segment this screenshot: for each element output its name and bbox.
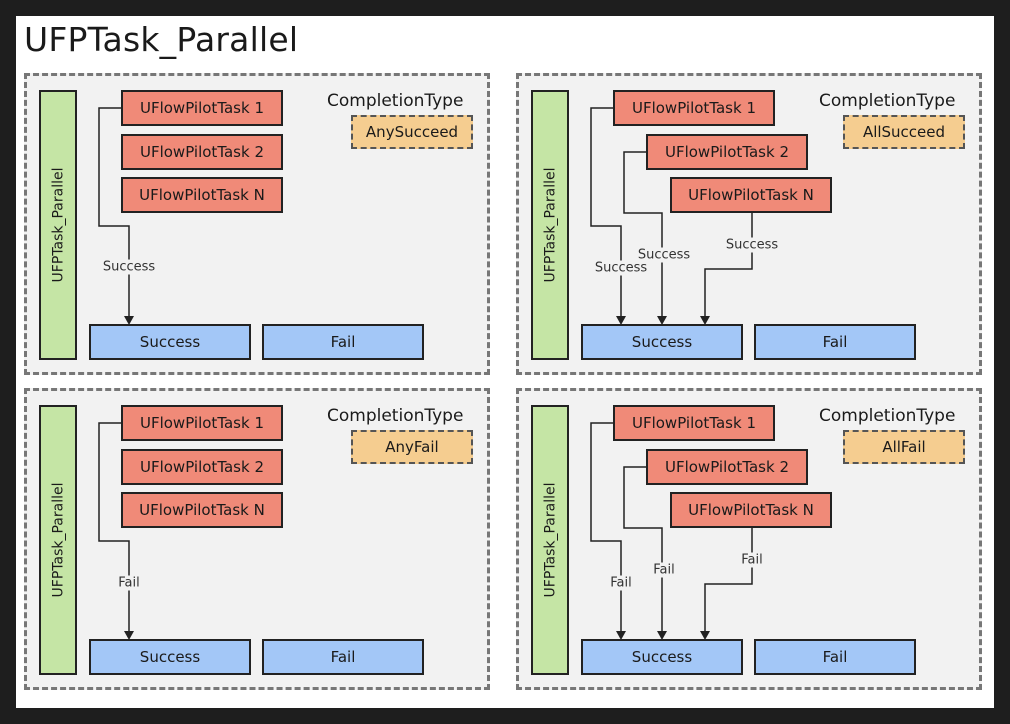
result-success: Success bbox=[581, 639, 743, 675]
parallel-task-bar: UFPTask_Parallel bbox=[531, 405, 569, 675]
completion-type-value: AllFail bbox=[843, 430, 965, 464]
edge-label-taskn: Success bbox=[724, 237, 780, 253]
task-node-n: UFlowPilotTask N bbox=[121, 492, 283, 528]
result-success: Success bbox=[89, 324, 251, 360]
parallel-task-bar: UFPTask_Parallel bbox=[39, 90, 77, 360]
task-node-n: UFlowPilotTask N bbox=[670, 492, 832, 528]
arrowhead-icon bbox=[657, 631, 667, 640]
wire-taskn-success bbox=[704, 213, 753, 319]
task-node-2: UFlowPilotTask 2 bbox=[646, 449, 808, 485]
task-node-1: UFlowPilotTask 1 bbox=[121, 405, 283, 441]
edge-label-task1: Fail bbox=[609, 575, 633, 591]
result-fail: Fail bbox=[754, 639, 916, 675]
edge-label-task2: Fail bbox=[652, 562, 676, 578]
panel-any-succeed: UFPTask_Parallel UFlowPilotTask 1 UFlowP… bbox=[24, 73, 490, 375]
arrowhead-icon bbox=[124, 631, 134, 640]
completion-type-label: CompletionType bbox=[327, 91, 464, 111]
arrowhead-icon bbox=[616, 631, 626, 640]
wire-task1-success bbox=[590, 107, 622, 319]
result-success: Success bbox=[89, 639, 251, 675]
edge-label-task1: Success bbox=[593, 260, 649, 276]
completion-type-value: AnyFail bbox=[351, 430, 473, 464]
completion-type-value: AnySucceed bbox=[351, 115, 473, 149]
task-node-1: UFlowPilotTask 1 bbox=[121, 90, 283, 126]
arrowhead-icon bbox=[616, 316, 626, 325]
task-node-1: UFlowPilotTask 1 bbox=[613, 90, 775, 126]
panel-all-fail: UFPTask_Parallel UFlowPilotTask 1 UFlowP… bbox=[516, 388, 982, 690]
parallel-task-bar: UFPTask_Parallel bbox=[39, 405, 77, 675]
result-fail: Fail bbox=[262, 324, 424, 360]
flow-wires bbox=[98, 107, 134, 325]
completion-type-label: CompletionType bbox=[327, 406, 464, 426]
edge-label-task2: Success bbox=[636, 247, 692, 263]
flow-wires bbox=[98, 422, 134, 640]
completion-type-value: AllSucceed bbox=[843, 115, 965, 149]
result-fail: Fail bbox=[754, 324, 916, 360]
task-node-2: UFlowPilotTask 2 bbox=[646, 134, 808, 170]
result-success: Success bbox=[581, 324, 743, 360]
arrowhead-icon bbox=[700, 631, 710, 640]
wire-task2-success bbox=[623, 151, 663, 319]
wire-task2-fail bbox=[623, 466, 663, 634]
arrowhead-icon bbox=[124, 316, 134, 325]
diagram-canvas: UFPTask_Parallel UFPTask_Parallel UFlowP… bbox=[16, 16, 994, 708]
result-fail: Fail bbox=[262, 639, 424, 675]
task-node-2: UFlowPilotTask 2 bbox=[121, 134, 283, 170]
edge-label: Success bbox=[101, 259, 157, 275]
task-node-2: UFlowPilotTask 2 bbox=[121, 449, 283, 485]
wire-task1-fail bbox=[590, 422, 622, 634]
wire-task1-success bbox=[98, 107, 130, 319]
edge-label: Fail bbox=[117, 575, 141, 591]
task-node-1: UFlowPilotTask 1 bbox=[613, 405, 775, 441]
diagram-title: UFPTask_Parallel bbox=[24, 20, 299, 59]
wire-taskn-fail bbox=[704, 528, 753, 634]
wire-task1-fail bbox=[98, 422, 130, 634]
parallel-task-bar: UFPTask_Parallel bbox=[531, 90, 569, 360]
completion-type-label: CompletionType bbox=[819, 91, 956, 111]
edge-label-taskn: Fail bbox=[740, 552, 764, 568]
panel-any-fail: UFPTask_Parallel UFlowPilotTask 1 UFlowP… bbox=[24, 388, 490, 690]
arrowhead-icon bbox=[700, 316, 710, 325]
panel-all-succeed: UFPTask_Parallel UFlowPilotTask 1 UFlowP… bbox=[516, 73, 982, 375]
completion-type-label: CompletionType bbox=[819, 406, 956, 426]
arrowhead-icon bbox=[657, 316, 667, 325]
task-node-n: UFlowPilotTask N bbox=[121, 177, 283, 213]
task-node-n: UFlowPilotTask N bbox=[670, 177, 832, 213]
